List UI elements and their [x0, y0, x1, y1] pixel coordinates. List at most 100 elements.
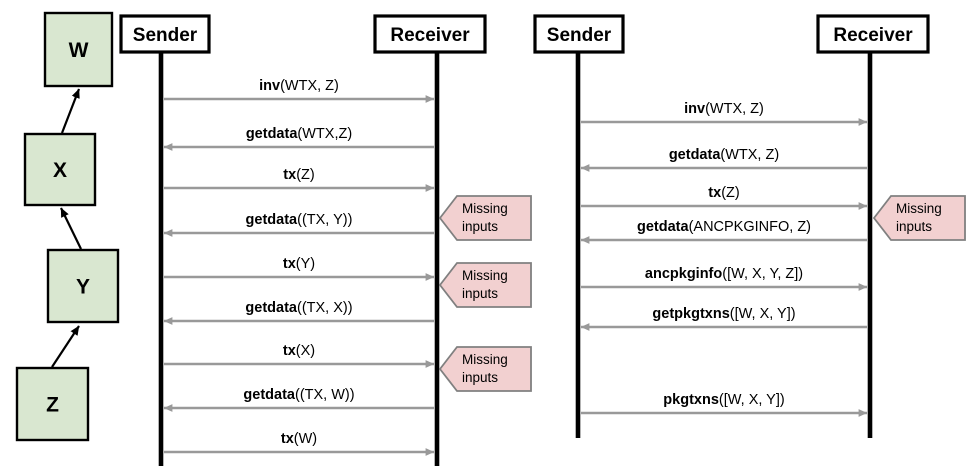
note-line-1: Missing: [896, 201, 942, 216]
actor-sender[interactable]: Sender: [119, 14, 211, 54]
message-tx[interactable]: tx(Y): [164, 256, 435, 281]
message-arguments: (WTX,Z): [297, 126, 352, 142]
actor-receiver[interactable]: Receiver: [816, 14, 930, 54]
dag-node-label: W: [69, 39, 89, 62]
actor-box: [119, 14, 211, 54]
message-command: tx: [708, 185, 721, 201]
dag-node-x[interactable]: X: [23, 132, 97, 207]
message-getdata[interactable]: getdata(ANCPKGINFO, Z): [580, 219, 867, 244]
actor-receiver[interactable]: Receiver: [373, 14, 487, 54]
message-ancpkginfo[interactable]: ancpkginfo([W, X, Y, Z]): [581, 266, 868, 291]
message-arguments: (X): [296, 343, 315, 359]
missing-inputs-note: Missing inputs: [872, 195, 966, 241]
note-line-2: inputs: [462, 286, 498, 301]
message-label: tx(Z): [283, 167, 314, 183]
dag-node-label: X: [53, 159, 67, 182]
message-getdata[interactable]: getdata((TX, Y)): [163, 212, 434, 237]
actor-sender[interactable]: Sender: [533, 14, 625, 54]
dag-edge-z-to-y: [51, 325, 80, 368]
dag-edge-x-to-w: [60, 88, 81, 134]
dag-node-box: [43, 11, 114, 88]
message-getdata[interactable]: getdata((TX, W)): [163, 387, 434, 412]
message-tx[interactable]: tx(Z): [581, 185, 868, 210]
actor-label: Receiver: [390, 25, 470, 46]
message-label: tx(W): [281, 431, 317, 447]
actor-box: [816, 14, 930, 54]
actor-box: [373, 14, 487, 54]
message-command: getdata: [246, 212, 299, 228]
actor-label: Receiver: [833, 25, 913, 46]
message-label: inv(WTX, Z): [684, 101, 764, 117]
message-inv[interactable]: inv(WTX, Z): [164, 78, 435, 103]
message-command: getpkgtxns: [652, 306, 729, 322]
message-inv[interactable]: inv(WTX, Z): [581, 101, 868, 126]
message-label: getpkgtxns([W, X, Y]): [652, 306, 795, 322]
message-command: getdata: [637, 219, 690, 235]
dag-node-w[interactable]: W: [43, 11, 114, 88]
message-arguments: (Y): [296, 256, 315, 272]
message-arguments: ([W, X, Y, Z]): [722, 266, 803, 282]
message-command: inv: [684, 101, 705, 117]
message-tx[interactable]: tx(X): [164, 343, 435, 368]
message-arguments: (WTX, Z): [720, 147, 779, 163]
message-arguments: ((TX, X)): [297, 300, 353, 316]
note-line-2: inputs: [462, 219, 498, 234]
dag-node-box: [15, 366, 90, 442]
message-command: getdata: [246, 126, 299, 142]
message-getdata[interactable]: getdata(WTX, Z): [580, 147, 867, 172]
dag-node-group: W X Y Z: [15, 11, 120, 442]
message-arguments: ((TX, Y)): [297, 212, 352, 228]
message-command: tx: [281, 431, 294, 447]
message-arguments: (Z): [296, 167, 315, 183]
note-shape: [438, 195, 532, 241]
message-label: getdata(ANCPKGINFO, Z): [637, 219, 811, 235]
sequence-groups: inv(WTX, Z)getdata(WTX,Z)tx(Z)getdata((T…: [119, 14, 966, 466]
note-shape: [872, 195, 966, 241]
dag-node-z[interactable]: Z: [15, 366, 90, 442]
message-tx[interactable]: tx(W): [164, 431, 435, 456]
actor-label: Sender: [547, 25, 612, 46]
message-command: tx: [283, 343, 296, 359]
message-label: tx(X): [283, 343, 315, 359]
message-command: ancpkginfo: [645, 266, 722, 282]
note-line-2: inputs: [462, 370, 498, 385]
message-arguments: (Z): [721, 185, 740, 201]
sequence-diagram-1: inv(WTX, Z)getdata(WTX,Z)tx(Z)getdata((T…: [119, 14, 532, 466]
message-getpkgtxns[interactable]: getpkgtxns([W, X, Y]): [580, 306, 867, 331]
message-label: tx(Z): [708, 185, 739, 201]
message-label: inv(WTX, Z): [259, 78, 339, 94]
message-label: getdata((TX, Y)): [246, 212, 353, 228]
message-arguments: (ANCPKGINFO, Z): [689, 219, 811, 235]
note-line-1: Missing: [462, 201, 508, 216]
sequence-diagram-2: inv(WTX, Z)getdata(WTX, Z)tx(Z)getdata(A…: [533, 14, 966, 438]
message-arguments: (WTX, Z): [280, 78, 339, 94]
dag-node-y[interactable]: Y: [46, 248, 120, 324]
message-command: inv: [259, 78, 280, 94]
message-getdata[interactable]: getdata((TX, X)): [163, 300, 434, 325]
message-command: getdata: [245, 300, 298, 316]
dag-node-label: Z: [46, 394, 59, 417]
note-shape: [438, 262, 532, 308]
message-arguments: ([W, X, Y]): [730, 306, 796, 322]
message-command: tx: [283, 256, 296, 272]
message-arguments: ([W, X, Y]): [719, 392, 785, 408]
message-label: getdata(WTX,Z): [246, 126, 352, 142]
message-command: getdata: [243, 387, 296, 403]
message-label: ancpkginfo([W, X, Y, Z]): [645, 266, 803, 282]
message-label: getdata((TX, X)): [245, 300, 352, 316]
message-label: tx(Y): [283, 256, 315, 272]
note-line-1: Missing: [462, 268, 508, 283]
message-arguments: ((TX, W)): [295, 387, 355, 403]
message-label: pkgtxns([W, X, Y]): [663, 392, 784, 408]
message-pkgtxns[interactable]: pkgtxns([W, X, Y]): [581, 392, 868, 417]
message-getdata[interactable]: getdata(WTX,Z): [163, 126, 434, 151]
message-arguments: (WTX, Z): [705, 101, 764, 117]
missing-inputs-note: Missing inputs: [438, 262, 532, 308]
note-shape: [438, 346, 532, 392]
actor-box: [533, 14, 625, 54]
message-tx[interactable]: tx(Z): [164, 167, 435, 192]
note-line-2: inputs: [896, 219, 932, 234]
